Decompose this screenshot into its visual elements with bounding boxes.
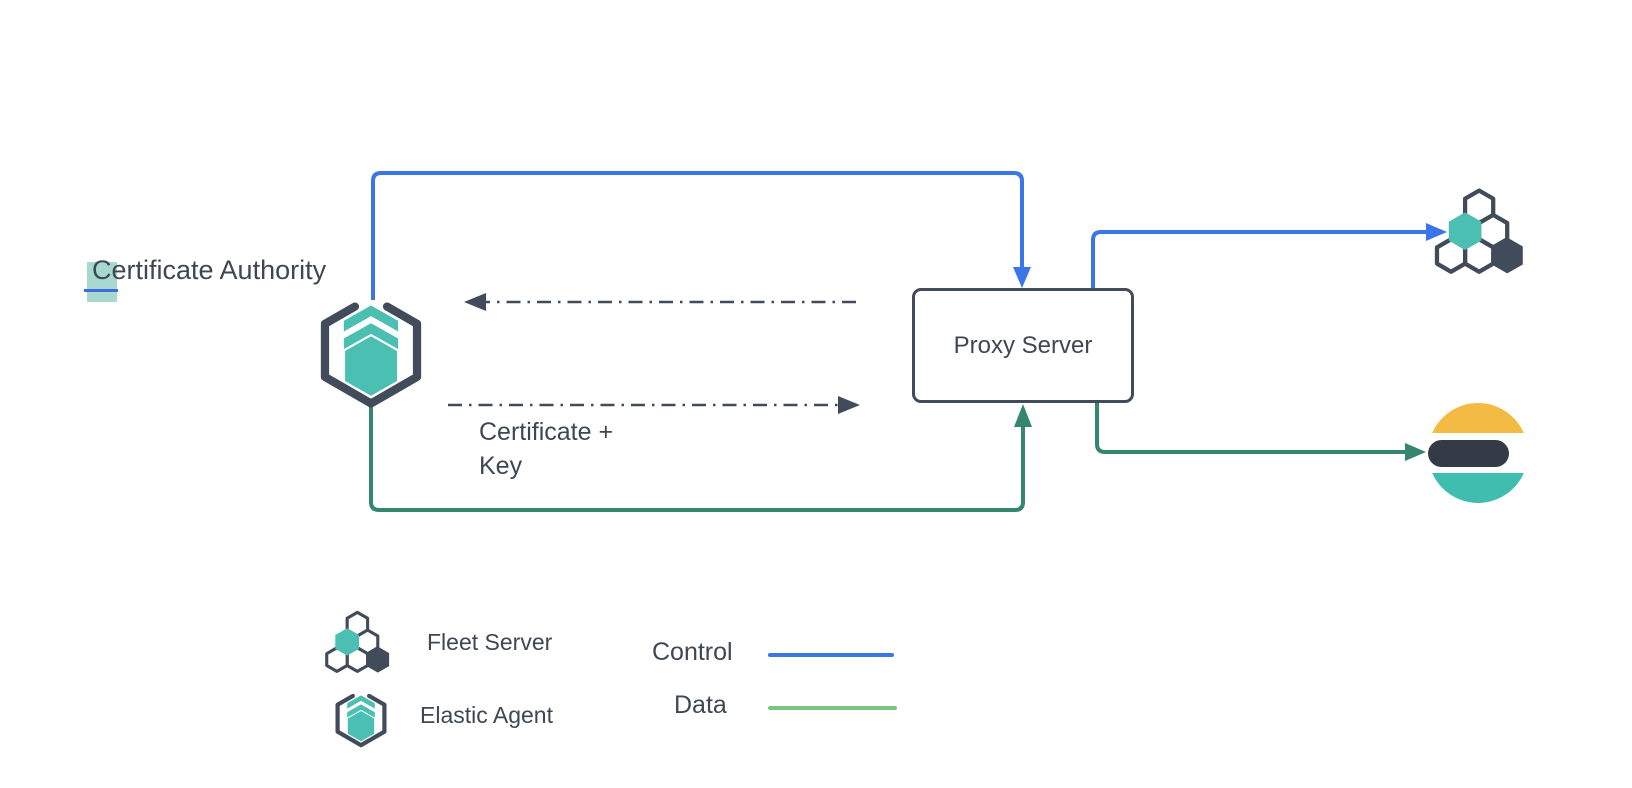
elastic-agent-legend-icon[interactable] <box>331 687 391 748</box>
arrowhead-dashed-right <box>838 396 860 414</box>
legend-data-line <box>768 706 897 710</box>
selected-char: C <box>92 255 112 285</box>
arrowhead-data-into-proxy <box>1014 404 1032 427</box>
arrowhead-dashed-left <box>464 293 486 311</box>
certificate-key-label[interactable]: Certificate + Key <box>479 415 613 483</box>
text-selection-highlight <box>87 262 117 302</box>
legend-fleet-server-label[interactable]: Fleet Server <box>427 629 553 655</box>
arrowhead-control-into-fleet <box>1426 223 1447 241</box>
elasticsearch-icon[interactable] <box>1428 403 1528 503</box>
legend-data-label[interactable]: Data <box>674 691 727 719</box>
connector-data-agent-to-proxy[interactable] <box>369 402 1025 512</box>
label-rest: ertificate Authority <box>111 255 327 285</box>
fleet-server-legend-icon[interactable] <box>325 610 390 673</box>
fleet-server-icon[interactable] <box>1434 188 1524 274</box>
connector-data-proxy-to-elasticsearch[interactable] <box>1095 402 1406 454</box>
arrowhead-control-into-proxy <box>1013 267 1031 288</box>
legend-elastic-agent-label[interactable]: Elastic Agent <box>420 702 553 728</box>
elastic-agent-icon[interactable] <box>312 289 430 408</box>
connector-control-proxy-to-fleet[interactable] <box>1091 230 1427 290</box>
certificate-authority-text: Certificate Authority <box>84 255 326 285</box>
text-caret <box>84 289 118 292</box>
arrowhead-data-into-elasticsearch <box>1405 443 1426 461</box>
certificate-key-line1: Certificate + <box>479 418 614 446</box>
connector-control-agent-to-proxy[interactable] <box>371 171 1024 300</box>
legend-control-label[interactable]: Control <box>652 638 733 666</box>
certificate-key-line2: Key <box>479 452 523 480</box>
legend-control-line <box>768 653 894 657</box>
certificate-authority-label[interactable]: Certificate Authority <box>84 255 326 302</box>
proxy-server-label: Proxy Server <box>953 331 1093 359</box>
proxy-server-box[interactable]: Proxy Server <box>912 288 1134 403</box>
